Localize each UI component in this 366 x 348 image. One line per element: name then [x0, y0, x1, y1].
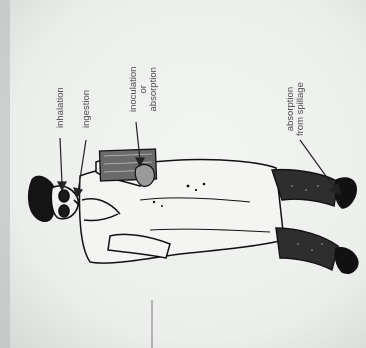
- hand: [135, 165, 154, 187]
- glasses-lens: [59, 205, 69, 217]
- glasses-lens: [59, 190, 69, 202]
- label-absorption-from-spillage: absorption from spillage: [286, 82, 306, 136]
- page-left-edge-shadow: [0, 0, 10, 348]
- label-spillage-line2: from spillage: [296, 82, 306, 136]
- label-ingestion: ingestion: [82, 90, 92, 128]
- label-inhalation: inhalation: [56, 87, 66, 128]
- label-inoculation-or-absorption: inoculation or absorption: [129, 67, 159, 112]
- label-inoculation-line3: absorption: [149, 67, 159, 112]
